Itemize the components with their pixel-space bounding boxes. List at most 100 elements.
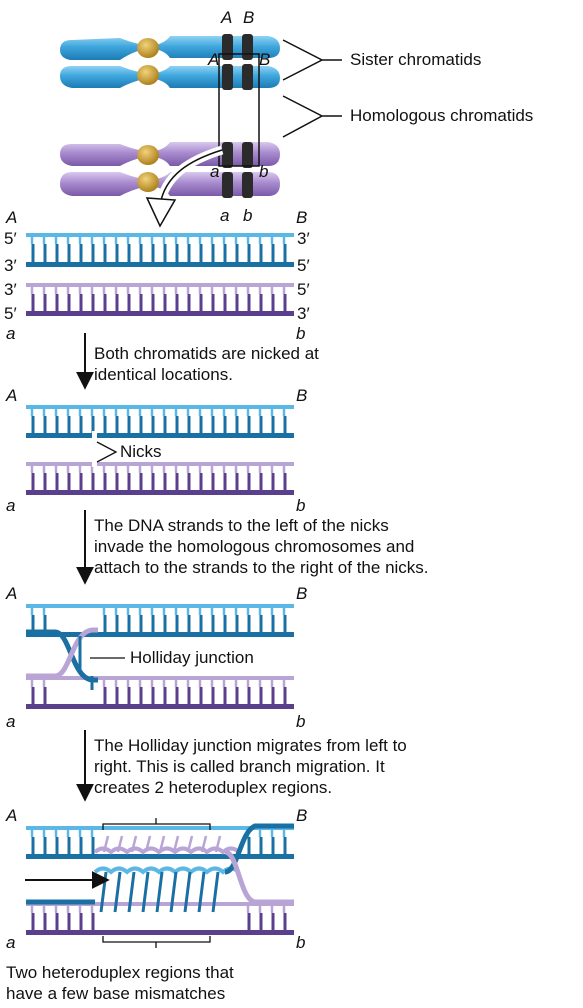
zoom-arrow-outline <box>159 149 223 206</box>
p3-purple-backbone-bottom <box>26 704 294 709</box>
p4-b: b <box>296 933 306 952</box>
nicks-label: Nicks <box>120 442 162 461</box>
p1-purple-bot-left: 5′ <box>4 304 17 323</box>
centromere-blue-2 <box>137 65 159 85</box>
p4-blue-backbone-top <box>26 826 294 830</box>
p4-purple-backbone-top <box>26 902 294 906</box>
step-2-line-2: invade the homologous chromosomes and <box>94 537 415 556</box>
zoom-arrow-head <box>145 197 177 228</box>
nick-purple <box>92 460 97 467</box>
mismatch-base-top <box>200 835 208 853</box>
p1-blue-top-right: 3′ <box>297 229 310 248</box>
mismatch-base-top <box>130 835 138 853</box>
p4-A: A <box>6 806 18 825</box>
top-locus-B: B <box>243 8 255 27</box>
caption: Two heteroduplex regions that have a few… <box>6 962 234 1004</box>
p1-b: b <box>296 324 306 343</box>
step-1-text: Both chromatids are nicked at identical … <box>94 343 319 385</box>
mismatch-base-bottom <box>141 871 150 913</box>
invading-purple-strand <box>26 627 98 679</box>
p1-purple-top-left: 3′ <box>4 280 17 299</box>
bands-purple <box>222 142 253 198</box>
mismatch-base-top <box>116 835 124 853</box>
caption-line-1: Two heteroduplex regions that <box>6 963 234 982</box>
mismatch-base-top <box>144 835 152 853</box>
step-1-line-1: Both chromatids are nicked at <box>94 344 319 363</box>
centromere-purple-1 <box>137 145 159 165</box>
mismatch-base-top <box>172 835 180 853</box>
mid-locus-A: A <box>208 50 220 69</box>
p1-blue-bot-left: 3′ <box>4 256 17 275</box>
homologous-bracket <box>282 95 342 138</box>
caption-line-2: have a few base mismatches <box>6 984 226 1003</box>
nick-blue <box>92 431 97 440</box>
p4-a: a <box>6 933 16 952</box>
centromere-purple-2 <box>137 172 159 192</box>
mismatch-base-top <box>214 835 222 853</box>
p1-purple-backbone-top <box>26 283 294 287</box>
mid-locus-a: a <box>210 162 220 181</box>
holliday-label: Holliday junction <box>130 648 254 667</box>
p3-A: A <box>6 584 18 603</box>
step-1-line-2: identical locations. <box>94 365 233 384</box>
p1-blue-backbone-top <box>26 233 294 237</box>
p2-blue-backbone-bottom <box>26 433 294 438</box>
p4-blue-backbone-bottom <box>26 854 294 859</box>
selection-box <box>218 53 260 167</box>
p1-blue-bot-right: 5′ <box>297 256 310 275</box>
step-2-text: The DNA strands to the left of the nicks… <box>94 515 429 578</box>
sister-bracket <box>282 39 342 81</box>
homologous-chromatids-label: Homologous chromatids <box>350 106 534 125</box>
mismatch-base-bottom <box>155 871 164 913</box>
bottom-locus-b: b <box>243 206 253 225</box>
p1-purple-backbone-bottom <box>26 311 294 316</box>
mismatch-base-top <box>158 835 166 853</box>
mismatch-base-bottom <box>197 871 206 913</box>
p1-purple-bot-right: 3′ <box>297 304 310 323</box>
p2-purple-backbone-bottom <box>26 490 294 495</box>
sister-chromatids-label: Sister chromatids <box>350 50 482 69</box>
p4-B: B <box>296 806 308 825</box>
p1-B: B <box>296 208 308 227</box>
step-3-line-1: The Holliday junction migrates from left… <box>94 736 407 755</box>
p2-blue-backbone-top <box>26 405 294 409</box>
p3-blue-backbone-bottom <box>26 632 294 637</box>
heteroduplex-bracket-top <box>102 818 211 830</box>
step-3-line-3: creates 2 heteroduplex regions. <box>94 778 333 797</box>
p3-a: a <box>6 712 16 731</box>
mid-locus-b: b <box>259 162 269 181</box>
p2-a: a <box>6 496 16 515</box>
p1-a: a <box>6 324 16 343</box>
mismatch-base-top <box>186 835 194 853</box>
p2-B: B <box>296 386 308 405</box>
p2-A: A <box>6 386 18 405</box>
crossover-blue <box>224 823 294 875</box>
p1-blue-backbone-bottom <box>26 262 294 267</box>
p4-purple-backbone-bottom <box>26 930 294 935</box>
mismatch-base-bottom <box>169 871 178 913</box>
p2-b: b <box>296 496 306 515</box>
p2-purple-backbone-top <box>26 462 294 466</box>
mismatch-base-top <box>102 835 110 853</box>
crossover-purple <box>224 849 294 905</box>
heteroduplex-blue-strand <box>93 866 241 875</box>
step-3-text: The Holliday junction migrates from left… <box>94 735 407 798</box>
top-locus-A: A <box>221 8 233 27</box>
mismatch-base-bottom <box>211 871 220 913</box>
p3-b: b <box>296 712 306 731</box>
step-2-line-1: The DNA strands to the left of the nicks <box>94 516 389 535</box>
p3-blue-backbone-top <box>26 604 294 608</box>
p3-purple-backbone-top <box>26 676 294 680</box>
step-3-line-2: right. This is called branch migration. … <box>94 757 385 776</box>
centromere-blue-1 <box>137 38 159 58</box>
bottom-locus-a: a <box>220 206 230 225</box>
p3-B: B <box>296 584 308 603</box>
p1-A: A <box>6 208 18 227</box>
mismatch-base-bottom <box>113 871 122 913</box>
heteroduplex-bracket-bottom <box>102 936 211 948</box>
p1-purple-top-right: 5′ <box>297 280 310 299</box>
step-2-line-3: attach to the strands to the right of th… <box>94 558 429 577</box>
mismatch-base-bottom <box>183 871 192 913</box>
